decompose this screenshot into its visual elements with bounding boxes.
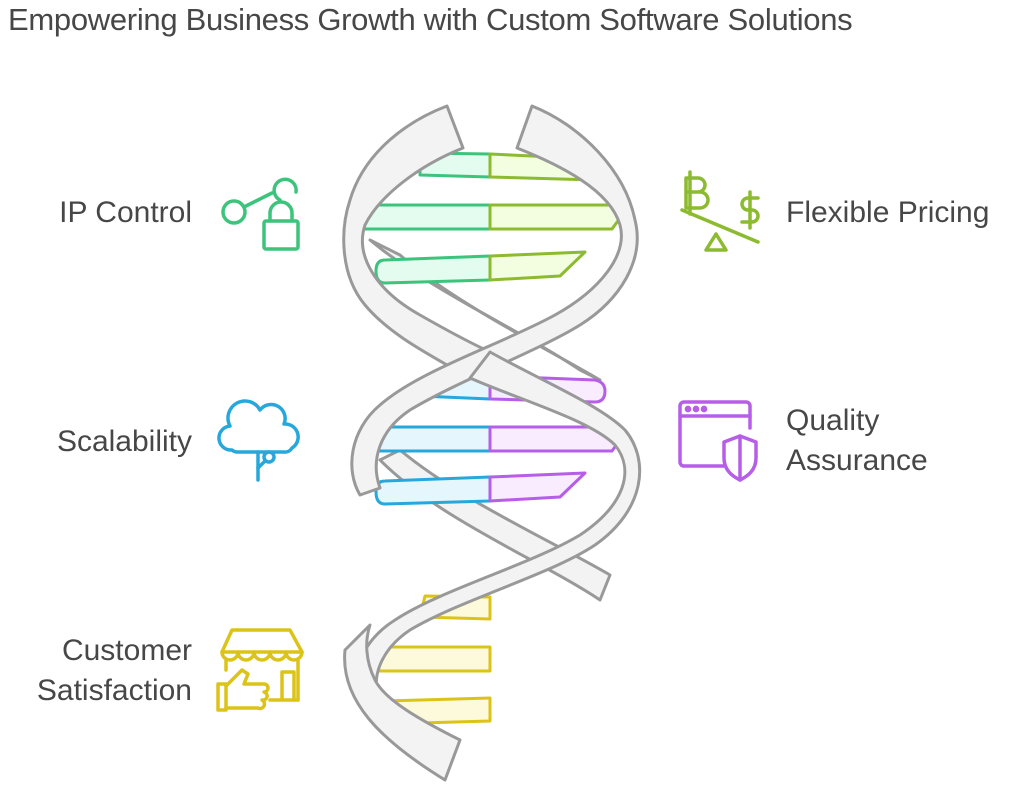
browser-shield-icon: [678, 400, 758, 482]
currency-balance-icon: [680, 170, 760, 252]
label-flexible-pricing: Flexible Pricing: [786, 196, 990, 229]
label-ip-control: IP Control: [59, 196, 192, 229]
front-strand: [342, 104, 642, 782]
share-lock-icon: [221, 177, 300, 251]
label-customer: Customer: [61, 634, 192, 667]
page-title: Empowering Business Growth with Custom S…: [8, 2, 853, 37]
label-assurance: Assurance: [786, 444, 928, 477]
label-scalability: Scalability: [56, 425, 192, 458]
label-quality-assurance: Quality Assurance: [786, 401, 928, 481]
label-customer-satisfaction: Customer Satisfaction: [0, 631, 192, 711]
label-satisfaction: Satisfaction: [36, 674, 192, 707]
store-thumbs-up-icon: [216, 628, 304, 712]
cloud-tree-icon: [217, 399, 300, 482]
label-quality: Quality: [786, 404, 880, 437]
